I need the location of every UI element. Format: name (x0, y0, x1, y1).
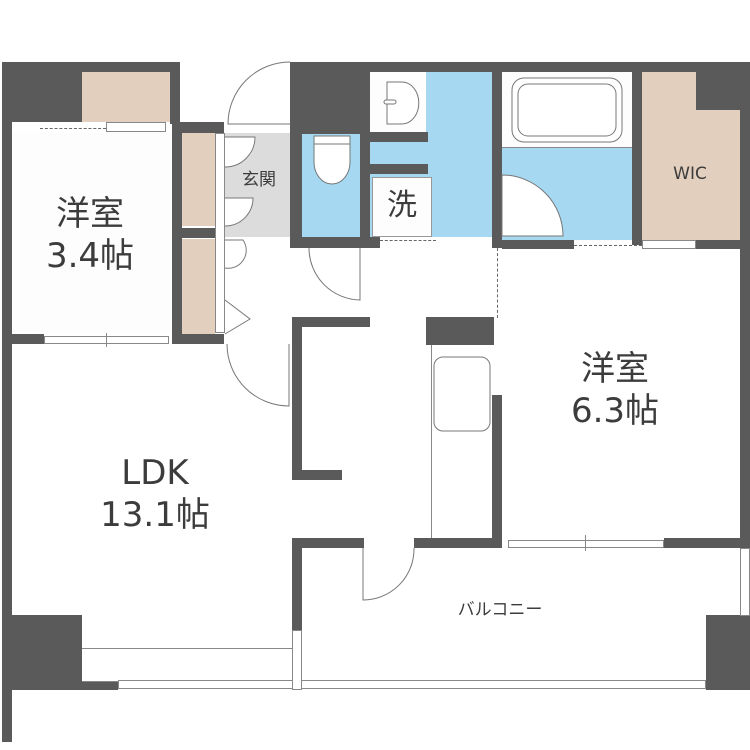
closet-left-upper (180, 133, 215, 226)
room-size: 3.4帖 (45, 236, 135, 276)
room-label-western-large: 洋室 6.3帖 (550, 348, 680, 432)
wall (370, 132, 428, 142)
balcony-side (292, 630, 302, 690)
closet-left-lower (180, 239, 215, 334)
wall (740, 62, 750, 542)
wall (502, 240, 574, 249)
room-name: WIC (673, 164, 707, 184)
room-size: 6.3帖 (570, 391, 660, 431)
wall (664, 538, 750, 548)
wall (2, 62, 12, 742)
room-size: 13.1帖 (100, 495, 210, 535)
wall (292, 317, 370, 327)
dashed-partition (497, 248, 501, 318)
room-label-wic: WIC (650, 164, 730, 184)
wall (370, 164, 428, 174)
wall (290, 62, 302, 248)
wall (172, 228, 224, 238)
washer-space (372, 177, 432, 237)
wall (414, 538, 502, 548)
wall (696, 240, 750, 249)
room-name: 洗 (387, 188, 417, 223)
wall (2, 62, 180, 72)
wall (292, 62, 750, 72)
balcony-rail (118, 680, 706, 689)
room-label-balcony: バルコニー (440, 600, 560, 620)
room-label-washroom: 洗 (372, 186, 432, 226)
door-jamb (215, 133, 225, 333)
room-label-ldk: LDK 13.1帖 (85, 452, 225, 536)
wall (292, 538, 364, 548)
column-bottom-right (706, 615, 750, 690)
wall (290, 237, 380, 248)
wall (2, 680, 118, 690)
window-divider (106, 333, 107, 347)
window (106, 122, 166, 132)
wall (360, 132, 370, 248)
wall (172, 122, 224, 133)
window (508, 540, 664, 548)
column-bottom-left (2, 615, 82, 690)
room-label-entrance: 玄関 (230, 170, 288, 190)
room-name: 洋室 (56, 194, 124, 234)
room-name: 洋室 (581, 349, 649, 389)
sliding-door (40, 128, 106, 133)
room-name: 玄関 (242, 170, 276, 190)
wall (172, 334, 224, 344)
closet-top-left (82, 72, 170, 122)
window-divider (585, 535, 586, 551)
western-room-small-floor (12, 132, 172, 332)
room-label-western-small: 洋室 3.4帖 (30, 193, 150, 277)
sliding-door (574, 245, 642, 249)
room-name: LDK (121, 453, 189, 493)
room-name: バルコニー (457, 600, 543, 620)
wall (292, 317, 302, 477)
window (642, 240, 696, 249)
wall (12, 334, 44, 344)
wall (632, 62, 642, 248)
wall (292, 62, 370, 134)
wall (170, 62, 180, 124)
wall (492, 62, 502, 248)
wall (426, 317, 494, 345)
sliding-door (380, 240, 436, 246)
wall (492, 395, 502, 545)
wall (292, 470, 342, 480)
wall (292, 538, 302, 630)
kitchen-counter-line (431, 345, 432, 538)
wall (2, 62, 82, 122)
